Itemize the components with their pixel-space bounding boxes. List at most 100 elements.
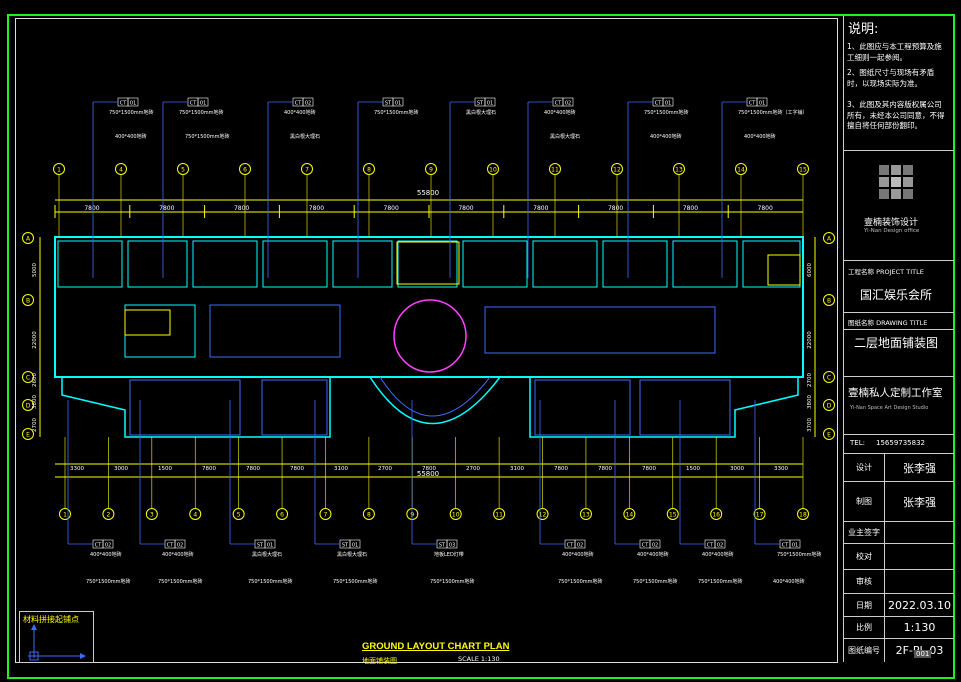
tag-code1: ST [477, 100, 484, 106]
grid-label-left: A [26, 236, 31, 243]
tag-code2: 01 [395, 100, 401, 106]
dim-bottom-label: 7800 [422, 466, 436, 472]
tag-code2: 02 [652, 542, 658, 548]
grid-bubble-right [823, 399, 835, 411]
grid-bubble-top [301, 163, 313, 175]
tag-code2: 01 [665, 100, 671, 106]
grid-label-bottom: 17 [756, 512, 764, 519]
tag-code-box [349, 539, 361, 549]
tag-code1: ST [342, 542, 349, 548]
dim-left-label: 2600 [32, 373, 38, 387]
title-row-4: 审核 [844, 569, 954, 593]
tag-code-box [714, 539, 726, 549]
tag-code2: 01 [792, 542, 798, 548]
wing-left [61, 376, 331, 438]
studio-sub: Yi-Nan Space Art Design Studio [850, 405, 929, 411]
grid-label-left: B [26, 298, 30, 305]
company-logo-icon [879, 165, 913, 199]
dim-top-total: 55800 [417, 189, 439, 197]
grid-label-bottom: 7 [324, 512, 328, 519]
grid-bubble-bottom [145, 508, 158, 520]
grid-bubble-top [673, 163, 685, 175]
stairs-right [767, 254, 801, 286]
grid-label-left: E [26, 432, 30, 439]
drawing-label: 图纸名称 DRAWING TITLE [848, 319, 928, 327]
dim-bottom-label: 3100 [334, 466, 348, 472]
grid-bubble-top [53, 163, 65, 175]
tag-text1: 750*1500mm地砖 [374, 109, 419, 116]
grid-bubble-right [823, 294, 835, 306]
tag-text2: 750*1500mm地砖 [558, 578, 603, 585]
tag-text1: 黑白根大理石 [466, 109, 496, 116]
row-value: 张李强 [903, 495, 936, 509]
dim-top-label: 7800 [458, 205, 473, 212]
grid-bubble-bottom [59, 508, 71, 520]
row-value [885, 570, 954, 593]
tag-code-box [127, 97, 139, 107]
sheet-number: 001 [914, 650, 932, 658]
plan-scale: SCALE 1:130 [458, 655, 500, 663]
dim-bottom-label: 2700 [378, 466, 392, 472]
tag-code2: 02 [717, 542, 723, 548]
company-name: 壹楠装饰设计 [864, 218, 919, 228]
grid-label-bottom: 2 [106, 512, 110, 519]
grid-bubble-left [22, 371, 34, 383]
grid-label-top: 1 [57, 167, 61, 174]
dim-left-label: 2700 [32, 418, 38, 432]
grid-label-left: C [26, 375, 30, 382]
title-row-2: 业主签字 [844, 521, 954, 543]
room-center-2 [209, 304, 341, 358]
tag-text2: 750*1500mm地砖 [430, 578, 475, 585]
grid-label-top: 8 [367, 167, 371, 174]
grid-label-top: 6 [243, 167, 247, 174]
project-label: 工程名称 PROJECT TITLE [848, 268, 924, 276]
grid-bubble-bottom [102, 508, 115, 520]
grid-bubble-left [22, 399, 34, 411]
dim-bottom-label: 3100 [510, 466, 524, 472]
tag-code-box [574, 539, 586, 549]
tag-text1: 400*400地砖 [544, 109, 576, 116]
dim-bottom-label: 1500 [158, 466, 172, 472]
grid-bubble-bottom [319, 508, 332, 520]
grid-bubble-top [797, 163, 809, 175]
tag-code-box [197, 97, 209, 107]
grid-bubble-bottom [232, 508, 245, 520]
row-value: 张李强 [903, 461, 936, 475]
room-bottom-2 [261, 379, 328, 436]
dim-right-label: 6000 [807, 263, 813, 277]
grid-bubble-bottom [623, 508, 636, 520]
tag-code1: CT [190, 100, 197, 106]
grid-bubble-top [487, 163, 499, 175]
tag-code-box [562, 97, 574, 107]
tag-text1: 750*1500mm地砖 [777, 551, 822, 558]
tag-text1: 750*1500mm地砖 [644, 109, 689, 116]
room-top-6 [462, 240, 528, 288]
row-label: 校对 [844, 544, 885, 569]
tag-code-box [756, 97, 768, 107]
stairs-center [396, 241, 460, 285]
stairs-left [124, 309, 171, 336]
room-top-10 [742, 240, 801, 288]
grid-label-bottom: 3 [150, 512, 154, 519]
grid-label-top: 14 [737, 167, 745, 174]
tag-code2: 02 [105, 542, 111, 548]
wing-right [529, 376, 799, 438]
grid-label-top: 13 [675, 167, 683, 174]
grid-label-bottom: 1 [63, 512, 67, 519]
grid-bubble-top [177, 163, 189, 175]
grid-label-bottom: 5 [237, 512, 241, 519]
room-top-2 [192, 240, 258, 288]
grid-bubble-left [22, 428, 34, 440]
tag-text2: 750*1500mm地砖 [86, 578, 131, 585]
legend-box: 材料拼接起铺点 [19, 611, 94, 663]
room-center-1 [124, 304, 196, 358]
grid-bubble-bottom [362, 508, 375, 520]
drawing-frame [7, 14, 955, 679]
tag-code-box [649, 539, 661, 549]
grid-bubble-top [611, 163, 623, 175]
grid-bubble-bottom [536, 508, 549, 520]
grid-bubble-top [115, 163, 127, 175]
tag-code1: CT [555, 100, 562, 106]
grid-label-right: C [827, 375, 831, 382]
